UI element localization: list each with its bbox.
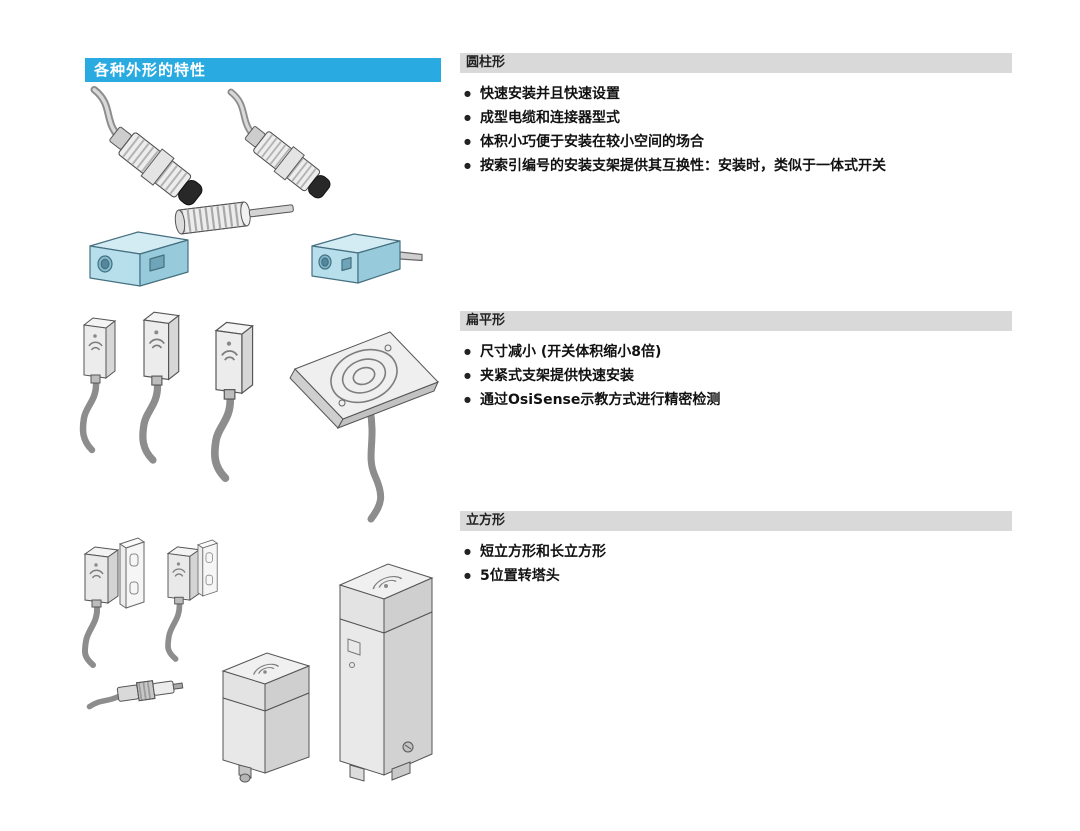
bullet-item: ● 按索引编号的安装支架提供其互换性：安装时，类似于一体式开关 bbox=[460, 154, 1012, 178]
section-cubic-bullets: ● 短立方形和长立方形 ● 5位置转塔头 bbox=[460, 540, 1012, 588]
bullet-text: 尺寸减小 (开关体积缩小8倍) bbox=[479, 344, 662, 360]
bullet-item: ● 快速安装并且快速设置 bbox=[460, 82, 1012, 106]
bullet-icon: ● bbox=[464, 547, 471, 556]
bullet-text: 5位置转塔头 bbox=[479, 568, 560, 584]
section-flat-bullets: ● 尺寸减小 (开关体积缩小8倍) ● 夹紧式支架提供快速安装 ● 通过OsiSens… bbox=[460, 340, 1012, 412]
bullet-icon: ● bbox=[464, 371, 471, 380]
bullet-text: 通过OsiSense示教方式进行精密检测 bbox=[479, 392, 721, 408]
cube-medium-sensor bbox=[221, 652, 311, 783]
bullet-icon: ● bbox=[464, 395, 471, 404]
bullet-item: ● 夹紧式支架提供快速安装 bbox=[460, 364, 1012, 388]
bullet-text: 短立方形和长立方形 bbox=[479, 544, 606, 560]
bullet-text: 体积小巧便于安装在较小空间的场合 bbox=[479, 134, 704, 150]
page-title-banner: 各种外形的特性 bbox=[85, 58, 441, 82]
bullet-icon: ● bbox=[464, 137, 471, 146]
bullet-item: ● 尺寸减小 (开关体积缩小8倍) bbox=[460, 340, 1012, 364]
flat-large-sensor bbox=[289, 331, 439, 523]
cylindrical-sensors-illustration bbox=[70, 84, 360, 209]
section-cylindrical-bullets: ● 快速安装并且快速设置 ● 成型电缆和连接器型式 ● 体积小巧便于安装在较小空间的场… bbox=[460, 82, 1012, 178]
clamp-block-right-illustration bbox=[311, 233, 423, 284]
threaded-barrel-illustration bbox=[174, 201, 294, 235]
bullet-icon: ● bbox=[464, 113, 471, 122]
section-cubic: 立方形 ● 短立方形和长立方形 ● 5位置转塔头 bbox=[460, 511, 1012, 588]
bullet-icon: ● bbox=[464, 571, 471, 580]
flat-sensors-illustration bbox=[70, 304, 439, 523]
section-cylindrical-title: 圆柱形 bbox=[460, 53, 1012, 73]
bullet-item: ● 成型电缆和连接器型式 bbox=[460, 106, 1012, 130]
bullet-icon: ● bbox=[464, 89, 471, 98]
bullet-icon: ● bbox=[464, 161, 471, 170]
bullet-icon: ● bbox=[464, 347, 471, 356]
bullet-text: 成型电缆和连接器型式 bbox=[479, 110, 620, 126]
section-flat: 扁平形 ● 尺寸减小 (开关体积缩小8倍) ● 夹紧式支架提供快速安装 ● 通过Osi… bbox=[460, 311, 1012, 412]
m12-connector bbox=[86, 680, 184, 710]
bullet-item: ● 5位置转塔头 bbox=[460, 564, 1012, 588]
bullet-item: ● 通过OsiSense示教方式进行精密检测 bbox=[460, 388, 1012, 412]
section-flat-title: 扁平形 bbox=[460, 311, 1012, 331]
cubic-sensors-illustration bbox=[70, 537, 434, 783]
cube-large-sensor bbox=[338, 563, 434, 782]
bullet-text: 夹紧式支架提供快速安装 bbox=[479, 368, 634, 384]
section-cylindrical: 圆柱形 ● 快速安装并且快速设置 ● 成型电缆和连接器型式 ● 体积小巧便于安装在较小… bbox=[460, 53, 1012, 178]
bullet-text: 按索引编号的安装支架提供其互换性：安装时，类似于一体式开关 bbox=[479, 158, 886, 174]
bullet-text: 快速安装并且快速设置 bbox=[479, 86, 620, 102]
page-title: 各种外形的特性 bbox=[94, 61, 207, 79]
bullet-item: ● 体积小巧便于安装在较小空间的场合 bbox=[460, 130, 1012, 154]
clamp-block-left-illustration bbox=[89, 231, 189, 287]
bullet-item: ● 短立方形和长立方形 bbox=[460, 540, 1012, 564]
section-cubic-title: 立方形 bbox=[460, 511, 1012, 531]
